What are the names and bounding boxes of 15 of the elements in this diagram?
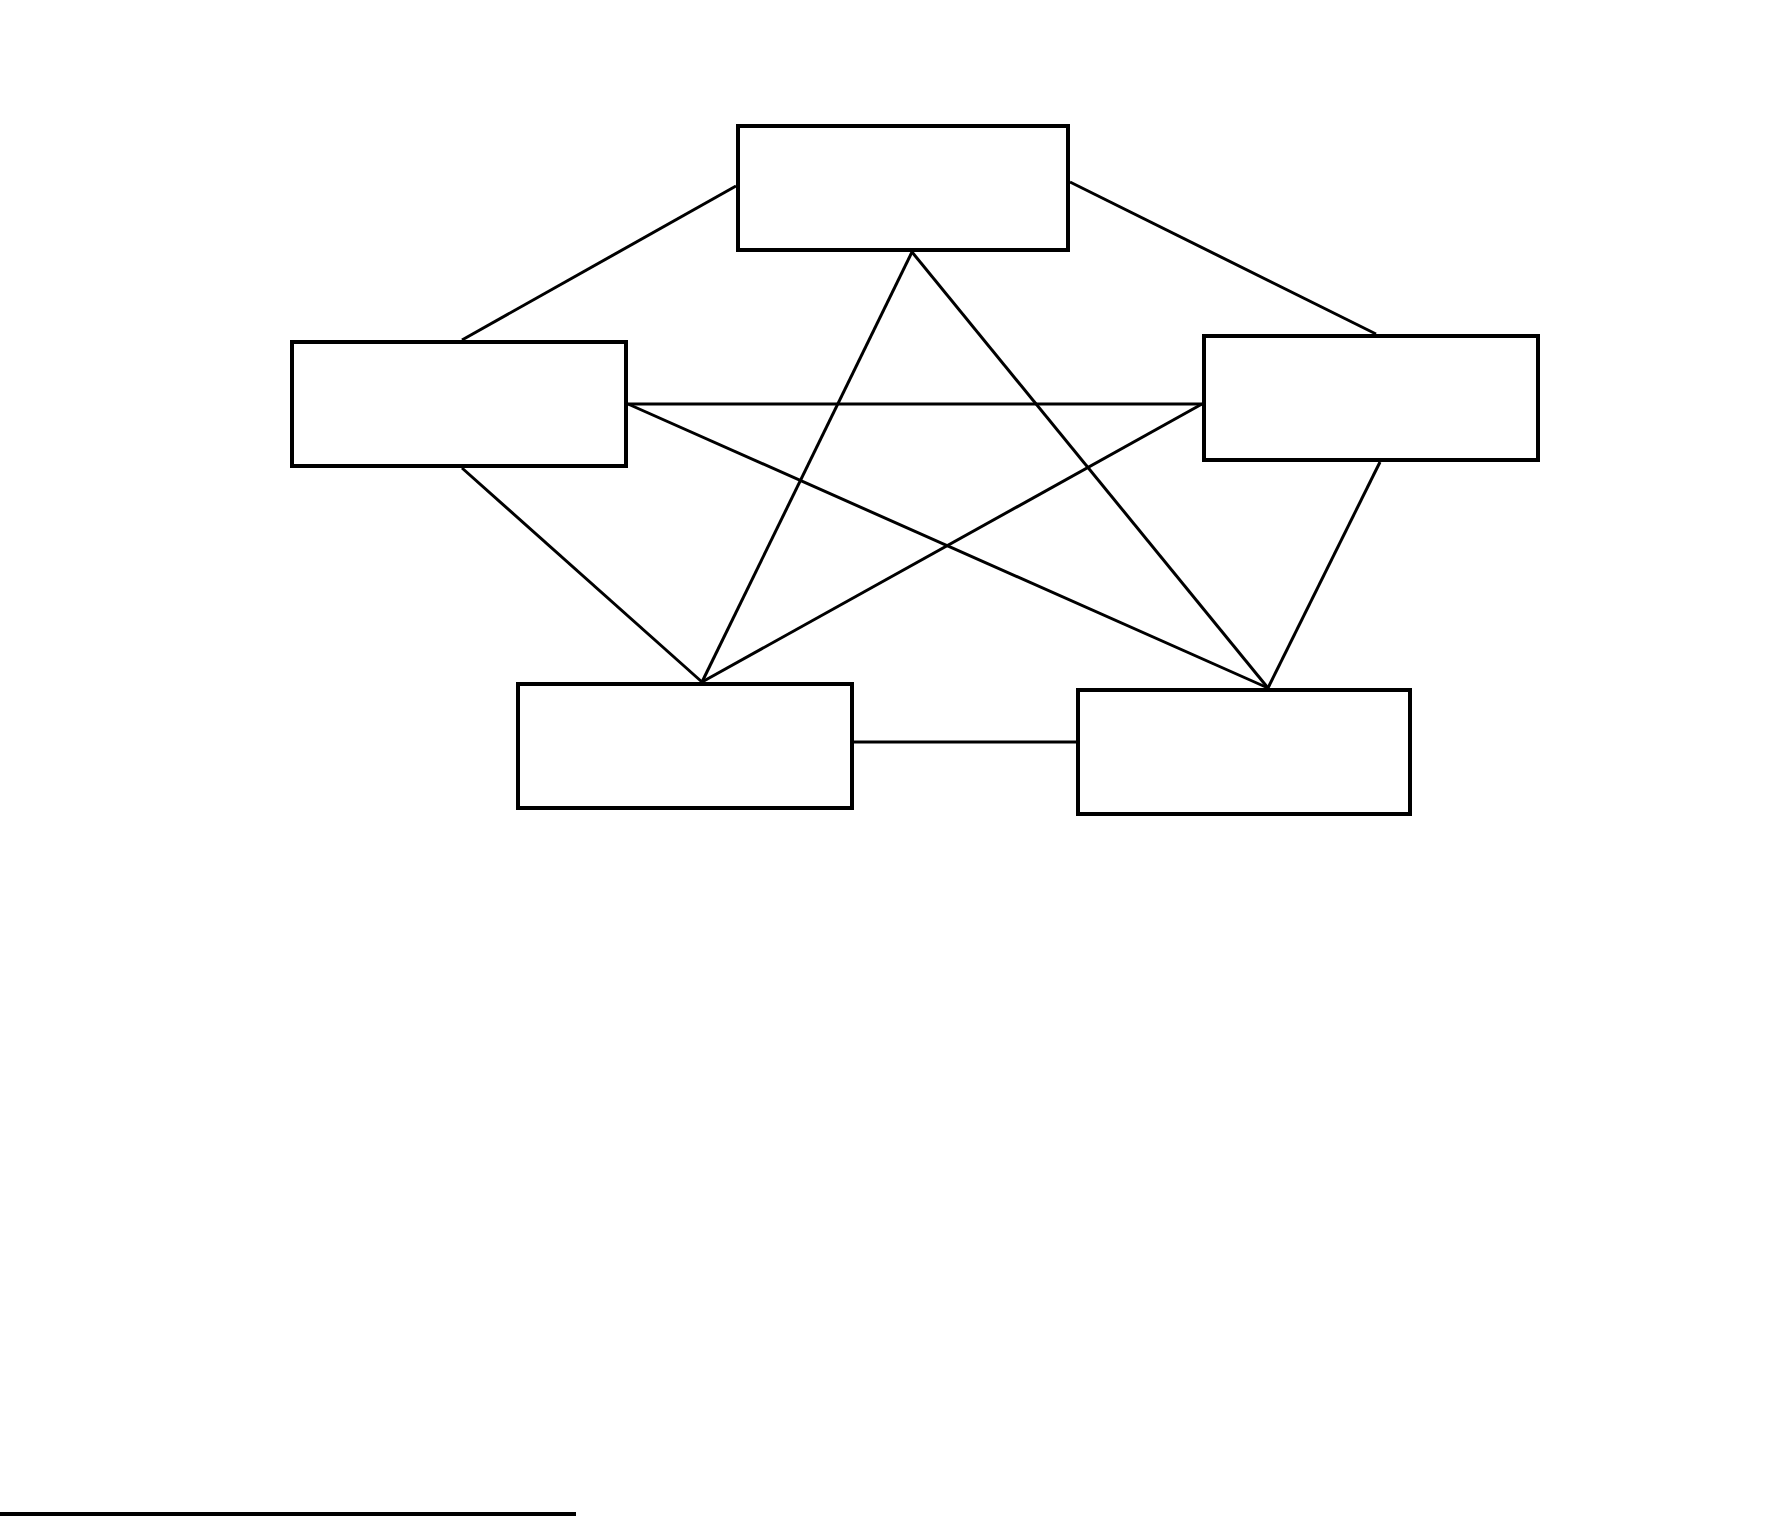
- connector-line: [461, 184, 737, 342]
- connector-line: [854, 740, 1076, 744]
- connector-line: [910, 251, 1270, 689]
- connector-line: [701, 402, 1203, 684]
- connector-line: [461, 466, 703, 684]
- connector-line: [628, 402, 1202, 406]
- connector-line: [700, 251, 914, 683]
- empty-box: [290, 340, 628, 468]
- connector-line: [627, 402, 1269, 690]
- empty-box: [736, 124, 1070, 252]
- connector-line: [1069, 180, 1377, 336]
- connector-line: [1266, 461, 1382, 689]
- empty-box: [1076, 688, 1412, 816]
- empty-box: [1202, 334, 1540, 462]
- empty-box: [516, 682, 854, 810]
